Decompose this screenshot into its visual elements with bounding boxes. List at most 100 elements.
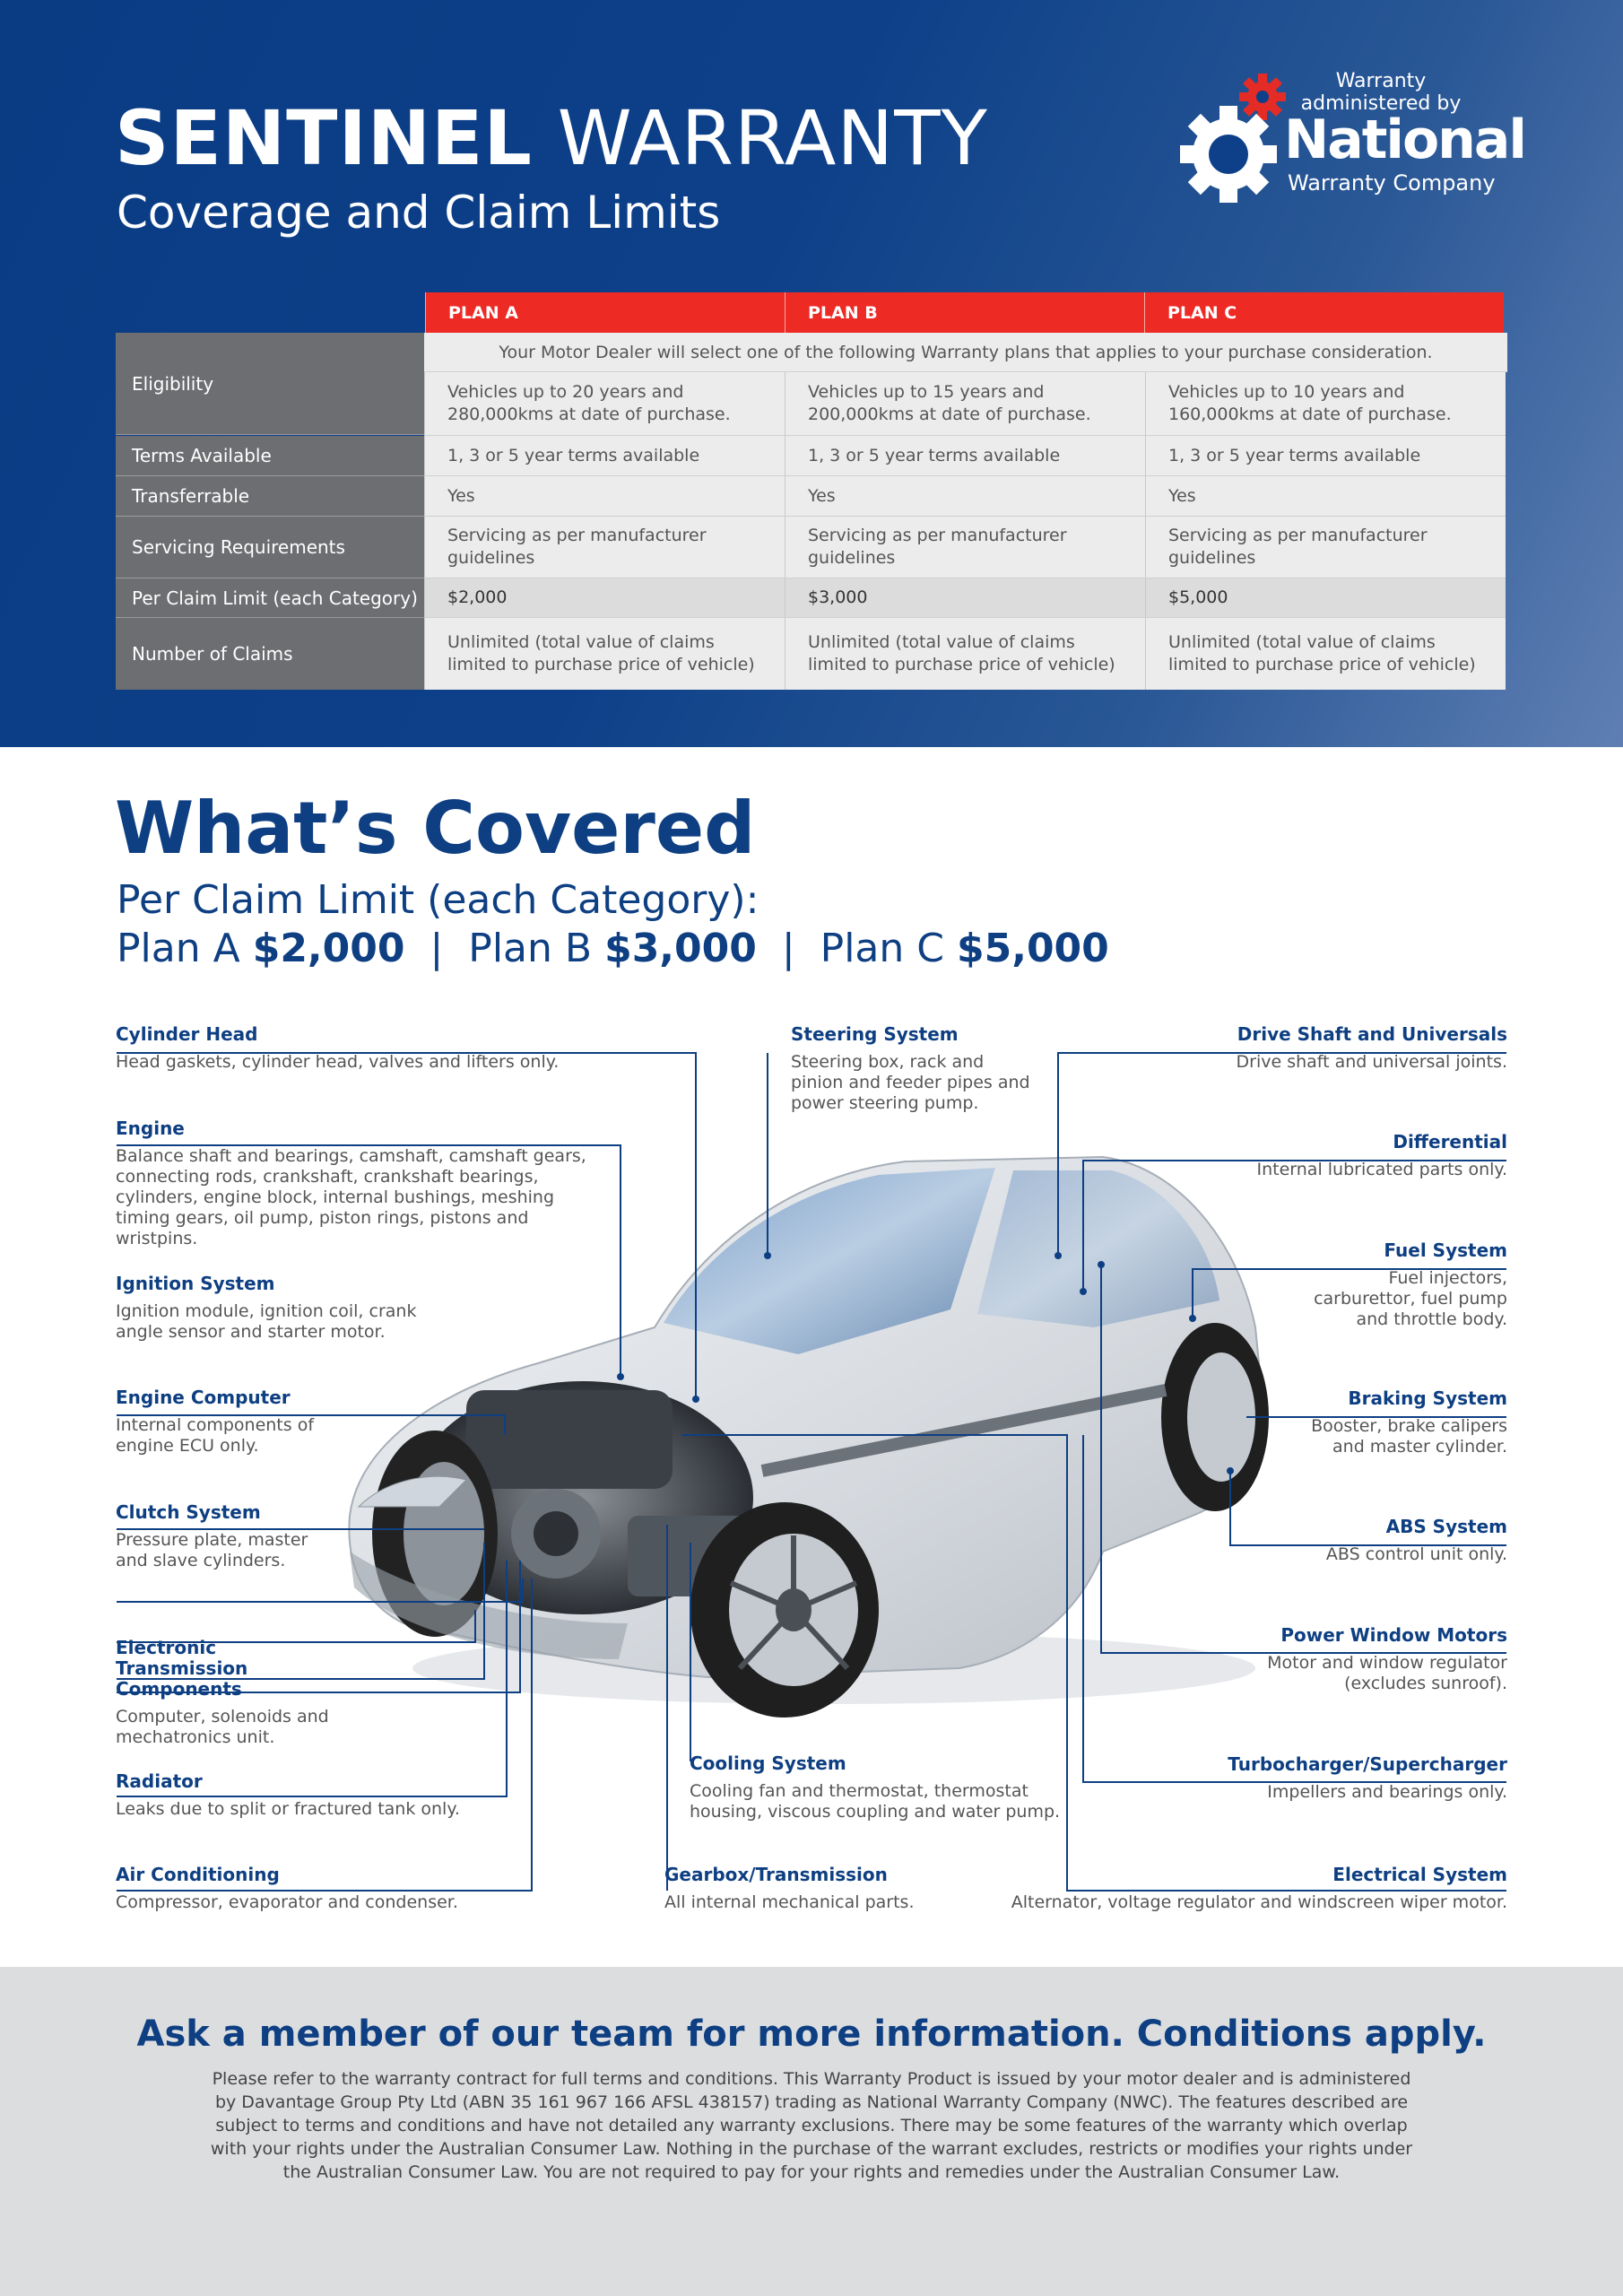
callout-title: Engine Computer [116,1387,291,1408]
table-row-transferrable: Transferrable Yes Yes Yes [116,476,1507,517]
national-warranty-logo: Warranty administered by [1175,63,1527,206]
plan-b-label: Plan B [468,926,593,971]
per-claim-limit-values: Plan A $2,000 | Plan B $3,000 | Plan C $… [117,929,1109,969]
table-cell: $5,000 [1145,578,1506,618]
callout-power-window-motors: Power Window Motors Motor and window reg… [1256,1625,1507,1694]
callout-title: Engine [116,1118,185,1139]
table-cell: Yes [785,476,1145,517]
callout-clutch-system: Clutch System Pressure plate, master and… [116,1502,331,1571]
table-cell: Servicing as per manufacturer guidelines [424,517,785,578]
callout-title: Electrical System [1332,1864,1507,1885]
callout-ignition-system: Ignition System Ignition module, ignitio… [116,1274,438,1343]
plan-c-label: Plan C [820,926,944,971]
plan-a-header: PLAN A [425,292,785,333]
title-rest: WARRANTY [557,94,988,182]
callout-desc: Pressure plate, master and slave cylinde… [116,1530,308,1570]
table-cell: $3,000 [785,578,1145,618]
callout-gearbox-transmission: Gearbox/Transmission All internal mechan… [664,1865,960,1913]
callout-title: Turbocharger/Supercharger [1228,1753,1507,1775]
table-header-row: PLAN A PLAN B PLAN C [116,292,1507,333]
callout-drive-shaft: Drive Shaft and Universals Drive shaft a… [1184,1024,1508,1073]
header-banner: SENTINEL WARRANTY Coverage and Claim Lim… [0,0,1623,747]
callout-radiator: Radiator Leaks due to split or fractured… [116,1771,492,1820]
plan-a-value: $2,000 [252,926,405,971]
callout-desc: Leaks due to split or fractured tank onl… [116,1799,460,1819]
callout-desc: Booster, brake calipers and master cylin… [1311,1416,1507,1457]
callout-title: Ignition System [116,1273,275,1294]
table-cell: 1, 3 or 5 year terms available [1145,436,1506,476]
table-cell: Unlimited (total value of claims limited… [424,618,785,690]
row-label: Servicing Requirements [116,517,424,578]
table-cell: Unlimited (total value of claims limited… [1145,618,1506,690]
callout-desc: Motor and window regulator (excludes sun… [1267,1653,1507,1693]
table-row-eligibility: Eligibility Your Motor Dealer will selec… [116,333,1507,436]
callout-desc: Balance shaft and bearings, camshaft, ca… [116,1146,586,1248]
logo-company: Warranty Company [1288,170,1496,196]
callout-desc: Fuel injectors, carburettor, fuel pump a… [1314,1268,1507,1329]
table-corner-blank [116,292,425,333]
callout-turbocharger: Turbocharger/Supercharger Impellers and … [1220,1754,1507,1803]
plan-b-value: $3,000 [604,926,757,971]
table-cell: Yes [424,476,785,517]
callout-title: Cooling System [690,1752,846,1774]
table-cell: Vehicles up to 10 years and 160,000kms a… [1145,372,1506,436]
table-row-number-of-claims: Number of Claims Unlimited (total value … [116,618,1507,690]
callout-desc: Ignition module, ignition coil, crank an… [116,1301,417,1342]
table-row-per-claim: Per Claim Limit (each Category) $2,000 $… [116,578,1507,618]
callout-differential: Differential Internal lubricated parts o… [1219,1131,1508,1180]
callout-abs-system: ABS System ABS control unit only. [1292,1517,1507,1565]
callout-desc: Alternator, voltage regulator and windsc… [1011,1892,1507,1912]
row-label: Per Claim Limit (each Category) [116,578,424,618]
callout-title: Steering System [791,1023,959,1045]
callout-title: Cylinder Head [116,1023,258,1045]
callout-title: Clutch System [116,1501,261,1523]
footer-title: Ask a member of our team for more inform… [136,2013,1487,2055]
table-cell: Servicing as per manufacturer guidelines [785,517,1145,578]
callout-title: Air Conditioning [116,1864,280,1885]
callout-air-conditioning: Air Conditioning Compressor, evaporator … [116,1865,492,1913]
callout-desc: Computer, solenoids and mechatronics uni… [116,1707,329,1747]
table-cell: Vehicles up to 15 years and 200,000kms a… [785,372,1145,436]
footer-disclaimer: Ask a member of our team for more inform… [0,1967,1623,2296]
row-label: Transferrable [116,476,424,517]
administered-by-text: Warranty administered by [1291,70,1471,116]
plan-c-header: PLAN C [1144,292,1504,333]
plan-b-header: PLAN B [785,292,1144,333]
callout-title: Fuel System [1384,1239,1507,1261]
callout-desc: Internal lubricated parts only. [1256,1160,1508,1179]
callout-cylinder-head: Cylinder Head Head gaskets, cylinder hea… [116,1024,618,1073]
callout-title: Radiator [116,1770,203,1792]
table-cell: Vehicles up to 20 years and 280,000kms a… [424,372,785,436]
callout-engine: Engine Balance shaft and bearings, camsh… [116,1118,600,1249]
callout-cooling-system: Cooling System Cooling fan and thermosta… [690,1753,1066,1822]
plan-a-label: Plan A [117,926,240,971]
eligibility-cells: Your Motor Dealer will select one of the… [424,333,1507,436]
white-gear-icon [1180,106,1277,203]
whats-covered-title: What’s Covered [115,787,756,870]
callout-braking-system: Braking System Booster, brake calipers a… [1292,1388,1507,1457]
callout-desc: Head gaskets, cylinder head, valves and … [116,1052,560,1072]
separator: | [430,926,444,971]
administered-line1: Warranty [1335,70,1427,92]
logo-name: National [1284,109,1527,171]
callout-desc: Cooling fan and thermostat, thermostat h… [690,1781,1061,1822]
callout-desc: Internal components of engine ECU only. [116,1415,315,1456]
table-cell: Yes [1145,476,1506,517]
footer-text: Please refer to the warranty contract fo… [210,2069,1413,2182]
eligibility-note: Your Motor Dealer will select one of the… [424,333,1507,372]
table-cell: Unlimited (total value of claims limited… [785,618,1145,690]
table-cell: Servicing as per manufacturer guidelines [1145,517,1506,578]
callout-desc: ABS control unit only. [1325,1544,1507,1564]
callout-title: Braking System [1348,1387,1507,1409]
callout-title: Power Window Motors [1280,1624,1507,1646]
row-label: Terms Available [116,436,424,476]
page-subtitle: Coverage and Claim Limits [117,187,721,239]
callout-electronic-transmission: Electronic Transmission Components Compu… [116,1638,349,1748]
table-cell: 1, 3 or 5 year terms available [785,436,1145,476]
callout-steering-system: Steering System Steering box, rack and p… [791,1024,1033,1114]
separator: | [781,926,795,971]
callout-title: Differential [1393,1131,1507,1152]
plan-c-value: $5,000 [957,926,1109,971]
callout-desc: All internal mechanical parts. [664,1892,915,1912]
eligibility-values: Vehicles up to 20 years and 280,000kms a… [424,372,1507,436]
